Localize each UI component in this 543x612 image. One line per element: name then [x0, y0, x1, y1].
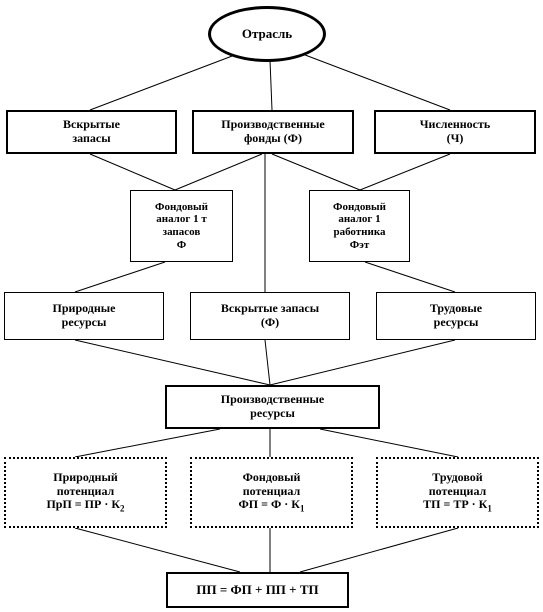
node-natural-resources: Природные ресурсы [4, 292, 164, 340]
connector-line [89, 153, 176, 191]
connector-line [271, 153, 361, 191]
node-total-potential: ПП = ФП + ПП + ТП [166, 572, 349, 608]
connector-line [264, 339, 271, 386]
natural-potential-formula: ПрП = ПР · К2 [46, 497, 125, 514]
connector-line [269, 59, 273, 111]
connector-line [359, 153, 451, 191]
connector-line [364, 261, 456, 293]
node-natural-potential: Природный потенциал ПрП = ПР · К2 [4, 457, 167, 528]
connector-line [269, 339, 456, 386]
connector-line [74, 339, 271, 386]
connector-line [74, 428, 221, 458]
connector-line [74, 261, 166, 293]
node-labor-resources-label: Трудовые ресурсы [429, 301, 483, 329]
node-fund-potential: Фондовый потенциал ФП = Ф · К1 [190, 457, 353, 528]
node-natural-resources-label: Природные ресурсы [52, 301, 116, 329]
node-open-reserves-label: Вскрытые запасы [63, 117, 120, 145]
node-labor-resources: Трудовые ресурсы [376, 292, 536, 340]
connector-line [299, 527, 459, 573]
node-headcount: Численность (Ч) [374, 110, 536, 154]
connector-line [174, 153, 263, 191]
node-labor-potential: Трудовой потенциал ТП = ТР · К1 [376, 457, 539, 528]
connector-line [89, 49, 249, 111]
connector-line [319, 428, 459, 458]
node-fund-per-worker-label: Фондовый аналог 1 работника Фэт [333, 200, 386, 251]
node-fund-per-ton: Фондовый аналог 1 т запасов Ф [130, 190, 233, 262]
labor-potential-formula: ТП = ТР · К1 [423, 497, 492, 514]
node-production-resources-label: Производственные ресурсы [220, 392, 325, 420]
fund-potential-formula: ФП = Ф · К1 [238, 497, 305, 514]
node-fund-per-ton-label: Фондовый аналог 1 т запасов Ф [155, 200, 208, 251]
node-headcount-label: Численность (Ч) [419, 117, 491, 145]
node-open-reserves-f-label: Вскрытые запасы (Ф) [220, 301, 320, 329]
node-open-reserves: Вскрытые запасы [6, 110, 177, 154]
node-production-resources: Производственные ресурсы [165, 385, 380, 429]
node-open-reserves-f: Вскрытые запасы (Ф) [190, 292, 350, 340]
node-fund-per-worker: Фондовый аналог 1 работника Фэт [309, 190, 410, 262]
labor-potential-title: Трудовой потенциал [428, 469, 487, 498]
connector-line [291, 49, 451, 111]
node-industry: Отрасль [208, 6, 326, 62]
node-production-funds-label: Производственные фонды (Ф) [221, 117, 325, 145]
connector-line [74, 527, 241, 573]
fund-potential-title: Фондовый потенциал [242, 469, 301, 498]
node-production-funds: Производственные фонды (Ф) [192, 110, 354, 154]
natural-potential-title: Природный потенциал [53, 469, 118, 498]
node-industry-label: Отрасль [241, 25, 293, 41]
node-total-potential-formula: ПП = ФП + ПП + ТП [196, 581, 319, 597]
